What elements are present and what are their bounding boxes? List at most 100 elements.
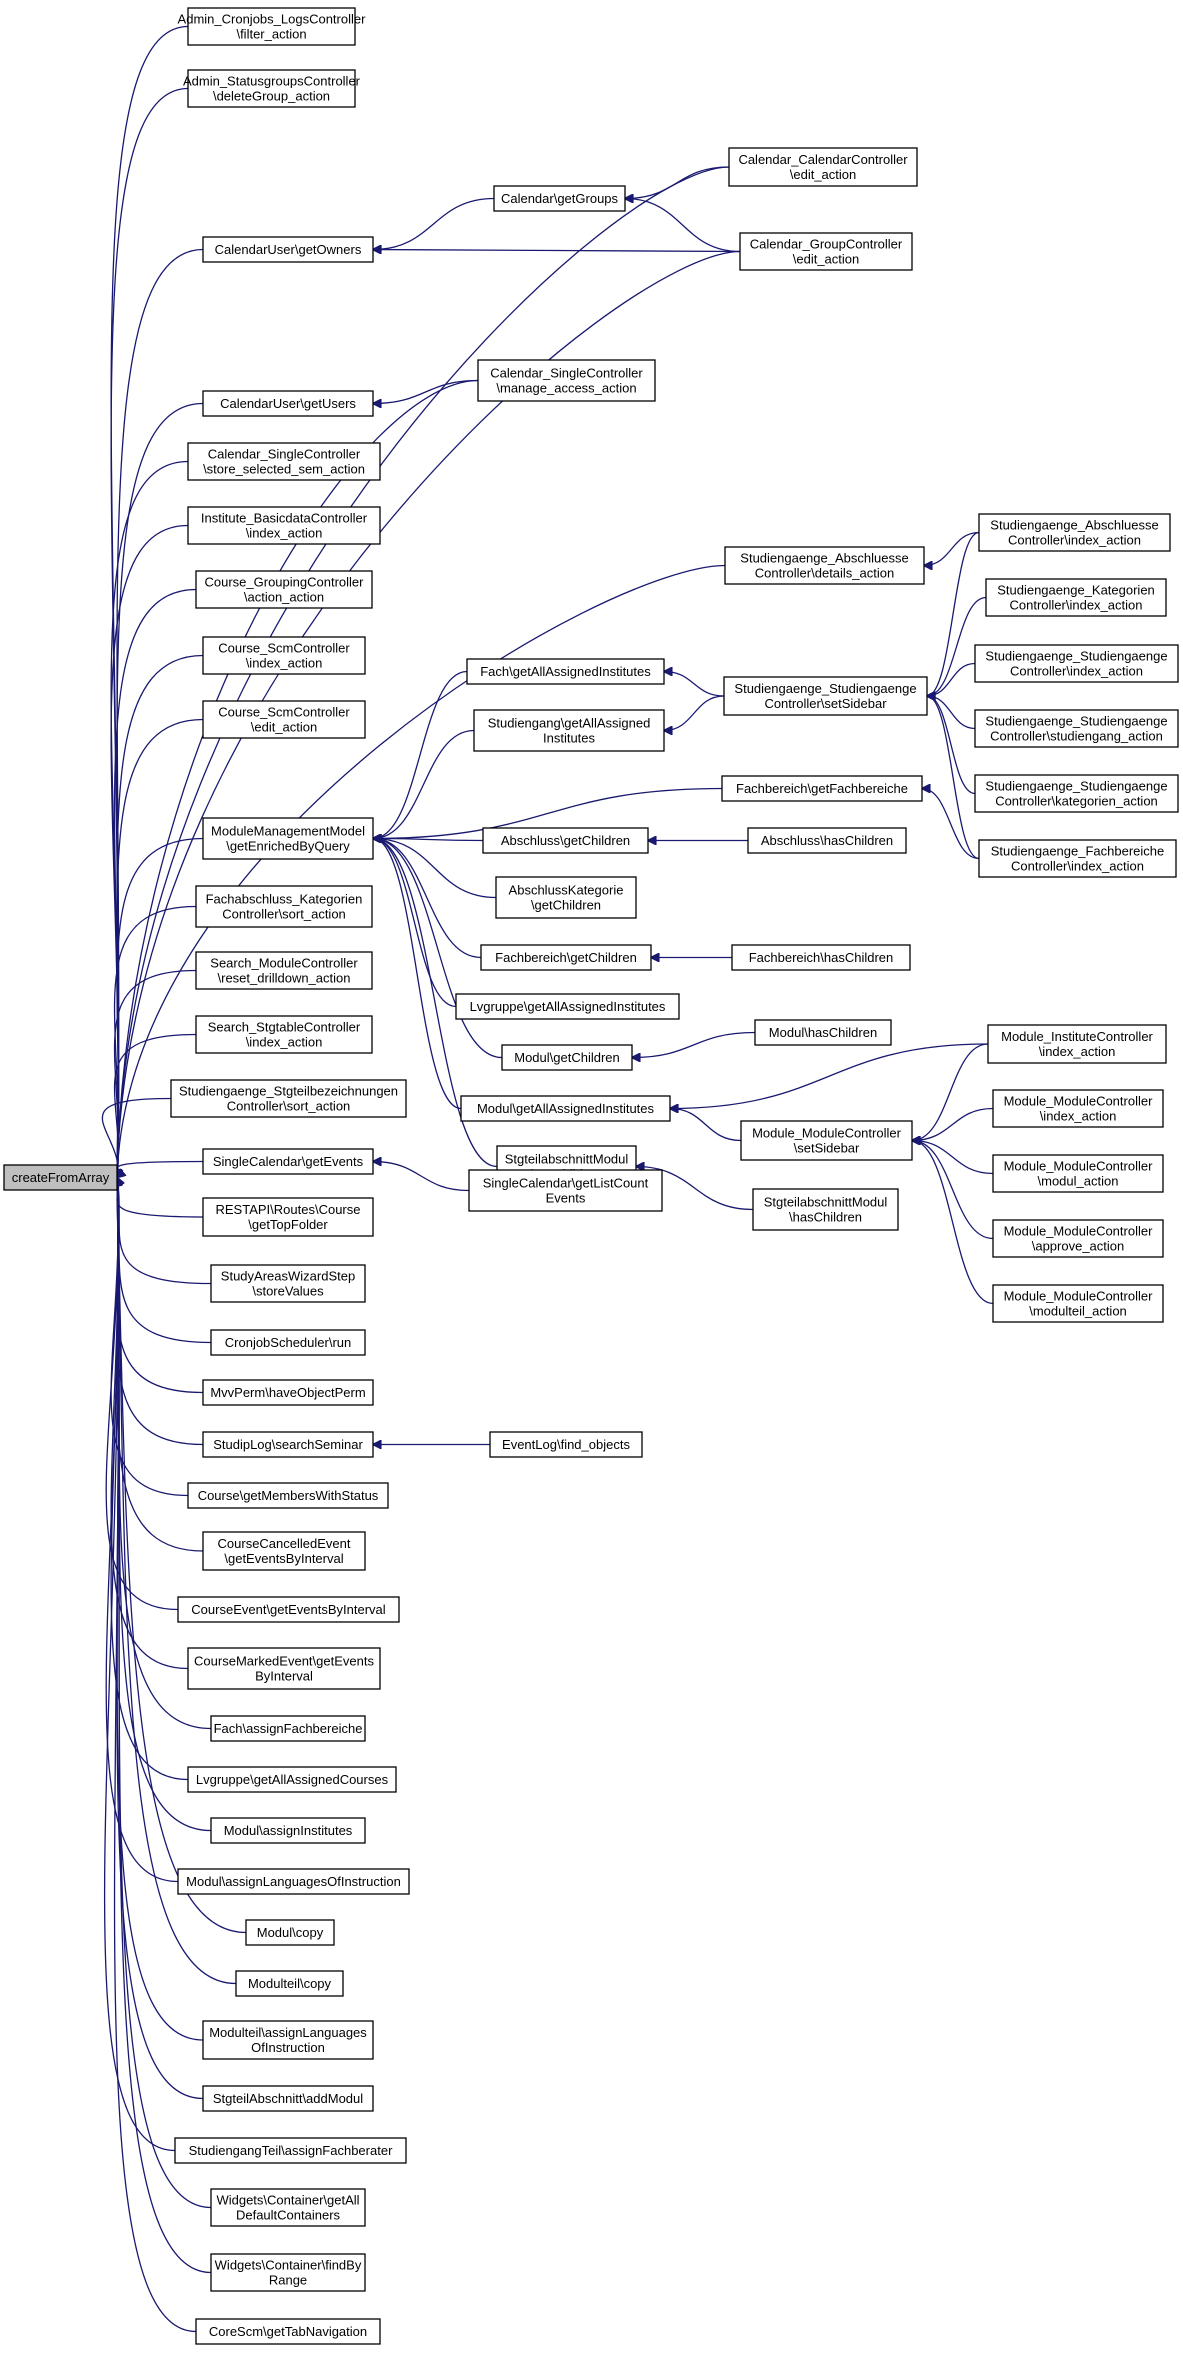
node-box [978, 839, 1177, 878]
edge-modul_getchildren-to-mmm_getenriched [373, 839, 503, 1059]
node-modulteil-assignlang[interactable]: Modulteil\assignLanguagesOfInstruction [202, 2020, 374, 2060]
node-label: Fach\assignFachbereiche [214, 1721, 363, 1736]
node-coursecancelled[interactable]: CourseCancelledEvent\getEventsByInterval [202, 1531, 366, 1571]
node-module-module-modulteil[interactable]: Module_ModuleController\modulteil_action [992, 1284, 1164, 1323]
node-course-scm-edit[interactable]: Course_ScmController\edit_action [202, 700, 366, 739]
node-calendar-groupctrl-edit[interactable]: Calendar_GroupController\edit_action [739, 232, 913, 271]
node-singlecal-getevents[interactable]: SingleCalendar\getEvents [202, 1148, 374, 1175]
node-box [752, 1188, 899, 1231]
node-calendar-getgroups[interactable]: Calendar\getGroups [493, 185, 626, 212]
node-root[interactable]: createFromArray [3, 1164, 118, 1191]
node-modul-getchildren[interactable]: Modul\getChildren [501, 1044, 633, 1071]
node-stg-abschluesse-index[interactable]: Studiengaenge_AbschluesseController\inde… [978, 513, 1171, 552]
node-label: ByInterval [255, 1669, 313, 1684]
node-stg-fachbereiche-index[interactable]: Studiengaenge_FachbereicheController\ind… [978, 839, 1177, 878]
edge-modul_copy-to-root [117, 1178, 247, 1934]
node-institute-basicdata[interactable]: Institute_BasicdataController\index_acti… [187, 506, 381, 545]
node-box [202, 1148, 374, 1175]
node-course-getmembers[interactable]: Course\getMembersWithStatus [187, 1482, 389, 1509]
node-modul-haschildren[interactable]: Modul\hasChildren [754, 1019, 892, 1046]
node-stg-stg-index[interactable]: Studiengaenge_StudiengaengeController\in… [974, 644, 1179, 683]
node-modul-getinst[interactable]: Modul\getAllAssignedInstitutes [460, 1095, 671, 1122]
node-course-grouping[interactable]: Course_GroupingController\action_action [195, 570, 373, 609]
node-modul-assignlang[interactable]: Modul\assignLanguagesOfInstruction [177, 1868, 410, 1895]
node-calendar-calendarctrl-edit[interactable]: Calendar_CalendarController\edit_action [728, 147, 918, 187]
node-restapi-course[interactable]: RESTAPI\Routes\Course\getTopFolder [202, 1197, 374, 1237]
node-abschluss-haschildren[interactable]: Abschluss\hasChildren [747, 827, 907, 854]
node-label: \hasChildren [789, 1210, 862, 1225]
edge-module_module_setsidebar-to-modul_getinst [670, 1109, 742, 1142]
node-stg-kategorien-index[interactable]: Studiengaenge_KategorienController\index… [985, 578, 1167, 617]
node-label: Course_ScmController [218, 705, 350, 720]
node-corescm[interactable]: CoreScm\getTabNavigation [195, 2318, 381, 2345]
node-label: StgteilabschnittModul [505, 1152, 629, 1167]
node-course-scm-index[interactable]: Course_ScmController\index_action [202, 636, 366, 675]
node-fachbereich-haschildren[interactable]: Fachbereich\hasChildren [731, 944, 911, 971]
edge-fachbereich_getfb-to-mmm_getenriched [373, 787, 723, 839]
node-label: StgteilabschnittModul [764, 1195, 888, 1210]
node-label: \filter_action [236, 27, 306, 42]
node-fach-getallinst[interactable]: Fach\getAllAssignedInstitutes [466, 658, 665, 685]
node-module-module-index[interactable]: Module_ModuleController\index_action [992, 1089, 1164, 1128]
node-label: Lvgruppe\getAllAssignedCourses [196, 1772, 389, 1787]
node-stg-stg-setsidebar[interactable]: Studiengaenge_StudiengaengeController\se… [723, 676, 928, 716]
node-box [754, 1019, 892, 1046]
node-lvgruppe-getinst[interactable]: Lvgruppe\getAllAssignedInstitutes [455, 993, 680, 1020]
edge-modul_getinst-to-mmm_getenriched [373, 839, 462, 1110]
node-modulteil-copy[interactable]: Modulteil\copy [235, 1970, 344, 1997]
node-coursemarked[interactable]: CourseMarkedEvent\getEventsByInterval [187, 1647, 381, 1690]
node-stg-stgteilbez[interactable]: Studiengaenge_StgteilbezeichnungenContro… [170, 1079, 407, 1118]
node-modul-copy[interactable]: Modul\copy [245, 1919, 335, 1946]
node-label: Calendar_CalendarController [738, 152, 908, 167]
node-mmm-getenriched[interactable]: ModuleManagementModel\getEnrichedByQuery [202, 817, 374, 860]
node-fach-assignfb[interactable]: Fach\assignFachbereiche [210, 1715, 366, 1742]
edge-stg_stg_setsidebar-to-studiengang_getallinst [664, 695, 725, 731]
node-admin-statusgroups[interactable]: Admin_StatusgroupsController\deleteGroup… [183, 69, 361, 108]
node-stg-stg-kategorien[interactable]: Studiengaenge_StudiengaengeController\ka… [974, 774, 1179, 813]
node-studiengang-getallinst[interactable]: Studiengang\getAllAssignedInstitutes [473, 709, 665, 752]
node-search-module[interactable]: Search_ModuleController\reset_drilldown_… [195, 951, 373, 990]
node-box [202, 2085, 374, 2112]
node-module-module-approve[interactable]: Module_ModuleController\approve_action [992, 1219, 1164, 1258]
node-eventlog-find[interactable]: EventLog\find_objects [489, 1431, 643, 1458]
node-label: Course_ScmController [218, 641, 350, 656]
node-module-institute-index[interactable]: Module_InstituteController\index_action [987, 1024, 1167, 1064]
node-calendar-single-store[interactable]: Calendar_SingleController\store_selected… [187, 442, 381, 481]
node-stgteilabschnittmodul-haschildren[interactable]: StgteilabschnittModul\hasChildren [752, 1188, 899, 1231]
node-lvgruppe-getcourses[interactable]: Lvgruppe\getAllAssignedCourses [187, 1766, 397, 1793]
edge-modulteil_copy-to-root [117, 1178, 237, 1985]
node-abschluss-getchildren[interactable]: Abschluss\getChildren [482, 827, 649, 854]
node-admin-cronjobs[interactable]: Admin_Cronjobs_LogsController\filter_act… [178, 7, 367, 46]
node-box [739, 232, 913, 271]
node-studiplog[interactable]: StudipLog\searchSeminar [202, 1431, 374, 1458]
node-calendar-single-manage[interactable]: Calendar_SingleController\manage_access_… [477, 359, 656, 402]
node-box [210, 1329, 366, 1356]
node-fachabschluss-kategorien[interactable]: Fachabschluss_KategorienController\sort_… [195, 885, 373, 928]
node-label: Controller\index_action [1008, 533, 1141, 548]
node-calendaruser-getowners[interactable]: CalendarUser\getOwners [202, 236, 374, 263]
node-modul-assigninst[interactable]: Modul\assignInstitutes [210, 1817, 366, 1844]
node-courseevent[interactable]: CourseEvent\getEventsByInterval [177, 1596, 400, 1623]
node-mvvperm[interactable]: MvvPerm\haveObjectPerm [202, 1379, 374, 1406]
node-stgteilabschnitt-addmodul[interactable]: StgteilAbschnitt\addModul [202, 2085, 374, 2112]
node-fachbereich-getfb[interactable]: Fachbereich\getFachbereiche [721, 775, 923, 802]
node-label: \index_action [246, 526, 323, 541]
edge-module_module_modulteil-to-module_module_setsidebar [912, 1141, 994, 1305]
node-label: Studiengaenge_Fachbereiche [991, 844, 1164, 859]
edge-stg_abschluesse_index-to-stg_stg_setsidebar [927, 531, 980, 697]
node-module-module-setsidebar[interactable]: Module_ModuleController\setSidebar [740, 1120, 913, 1161]
node-module-module-modul[interactable]: Module_ModuleController\modul_action [992, 1154, 1164, 1193]
node-stg-abschluesse-details[interactable]: Studiengaenge_AbschluesseController\deta… [724, 546, 925, 585]
node-cronjob-run[interactable]: CronjobScheduler\run [210, 1329, 366, 1356]
node-studyareas-wizard[interactable]: StudyAreasWizardStep\storeValues [210, 1264, 366, 1303]
node-studiengangteil-assign[interactable]: StudiengangTeil\assignFachberater [174, 2137, 407, 2164]
node-stg-stg-studiengang[interactable]: Studiengaenge_StudiengaengeController\st… [974, 709, 1179, 748]
node-fachbereich-getchildren[interactable]: Fachbereich\getChildren [480, 944, 652, 971]
node-abschlusskat-getchildren[interactable]: AbschlussKategorie\getChildren [495, 876, 637, 919]
node-search-stgtable[interactable]: Search_StgtableController\index_action [195, 1015, 373, 1054]
edge-cronjob_run-to-root [117, 1178, 212, 1344]
node-widgets-getall[interactable]: Widgets\Container\getAllDefaultContainer… [210, 2188, 366, 2227]
node-calendaruser-getusers[interactable]: CalendarUser\getUsers [202, 390, 374, 417]
